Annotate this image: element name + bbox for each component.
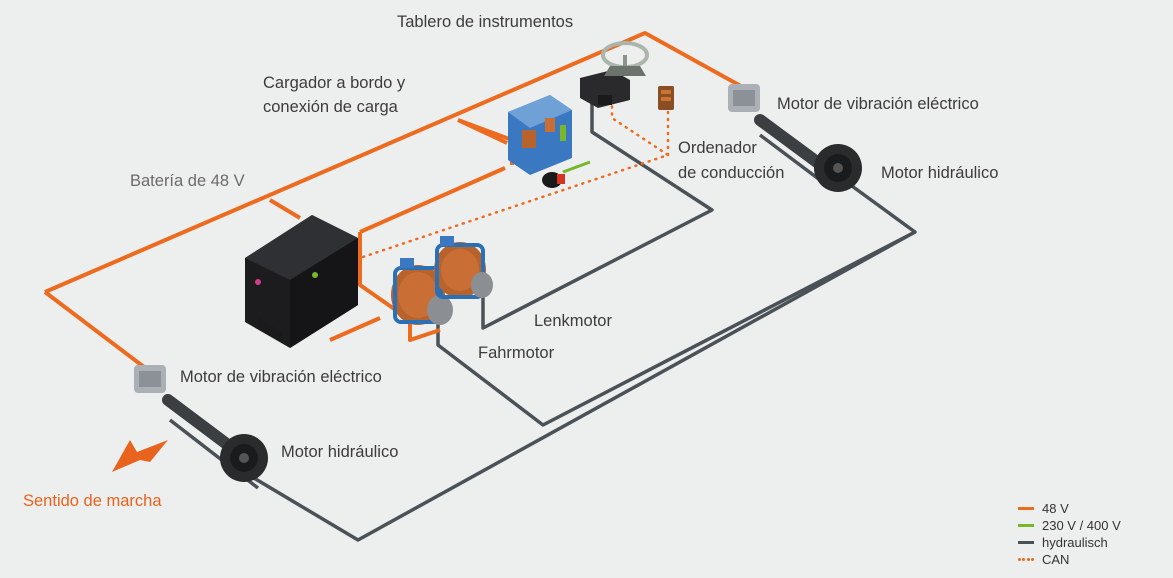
legend-item-48v: 48 V <box>1018 500 1121 517</box>
label-hydraulic-motor-top: Motor hidráulico <box>881 164 999 182</box>
legend: 48 V 230 V / 400 V hydraulisch CAN <box>1018 500 1121 568</box>
driving-computer-icon <box>658 86 674 110</box>
hydraulic-line-loop-outer <box>231 168 917 542</box>
48v-lines <box>43 31 749 372</box>
hydraulic-motor-bottom-icon <box>220 434 268 482</box>
label-drive-motor: Fahrmotor <box>478 344 555 362</box>
legend-label-can: CAN <box>1042 552 1070 567</box>
can-lines <box>328 93 671 270</box>
legend-swatch-can <box>1018 558 1034 561</box>
230v-lines <box>562 160 591 174</box>
charge-plug-icon <box>542 172 565 188</box>
direction-arrow-icon <box>112 440 168 472</box>
label-steering-motor: Lenkmotor <box>534 312 612 330</box>
label-hydraulic-motor-bottom: Motor hidráulico <box>281 443 399 461</box>
legend-label-48v: 48 V <box>1042 501 1069 516</box>
steering-wheel-icon <box>601 41 649 76</box>
legend-label-hydraulic: hydraulisch <box>1042 535 1108 550</box>
legend-swatch-48v <box>1018 507 1034 510</box>
48v-loop-outer <box>44 31 749 294</box>
hydraulic-motor-top-icon <box>814 144 862 192</box>
48v-battery-link <box>268 198 302 220</box>
legend-swatch-230v <box>1018 524 1034 527</box>
label-charger-line2: conexión de carga <box>263 98 398 116</box>
legend-item-can: CAN <box>1018 551 1121 568</box>
48v-battery-bottom <box>329 316 381 342</box>
label-vibration-motor-bottom: Motor de vibración eléctrico <box>180 368 382 386</box>
legend-item-230v: 230 V / 400 V <box>1018 517 1121 534</box>
label-direction: Sentido de marcha <box>23 492 162 510</box>
label-driving-computer-line2: de conducción <box>678 164 785 182</box>
48v-loop-left <box>43 290 150 372</box>
48v-drive-link-b <box>359 166 506 234</box>
vibration-motor-bottom-icon <box>134 365 238 454</box>
230v-line <box>562 160 591 174</box>
hydraulic-line-drive <box>436 230 916 427</box>
label-dashboard: Tablero de instrumentos <box>397 13 574 31</box>
can-line-main <box>328 93 671 270</box>
hydraulic-line-top <box>758 133 822 182</box>
label-battery: Batería de 48 V <box>130 172 245 190</box>
48v-charger-link-b <box>457 118 508 145</box>
onboard-charger-icon <box>508 95 572 175</box>
joystick-icon <box>580 70 630 108</box>
label-vibration-motor-top: Motor de vibración eléctrico <box>777 95 979 113</box>
legend-item-hydraulic: hydraulisch <box>1018 534 1121 551</box>
legend-label-230v: 230 V / 400 V <box>1042 518 1121 533</box>
vibration-motor-top-icon <box>728 84 831 174</box>
battery-pack-icon <box>245 215 358 348</box>
label-driving-computer-line1: Ordenador <box>678 139 757 157</box>
drive-motor-icon <box>391 258 453 325</box>
label-charger-line1: Cargador a bordo y <box>263 74 406 92</box>
hydraulic-line-steering <box>481 95 714 330</box>
steering-motor-icon <box>434 236 493 299</box>
components-layer <box>112 41 862 482</box>
legend-swatch-hydraulic <box>1018 541 1034 544</box>
